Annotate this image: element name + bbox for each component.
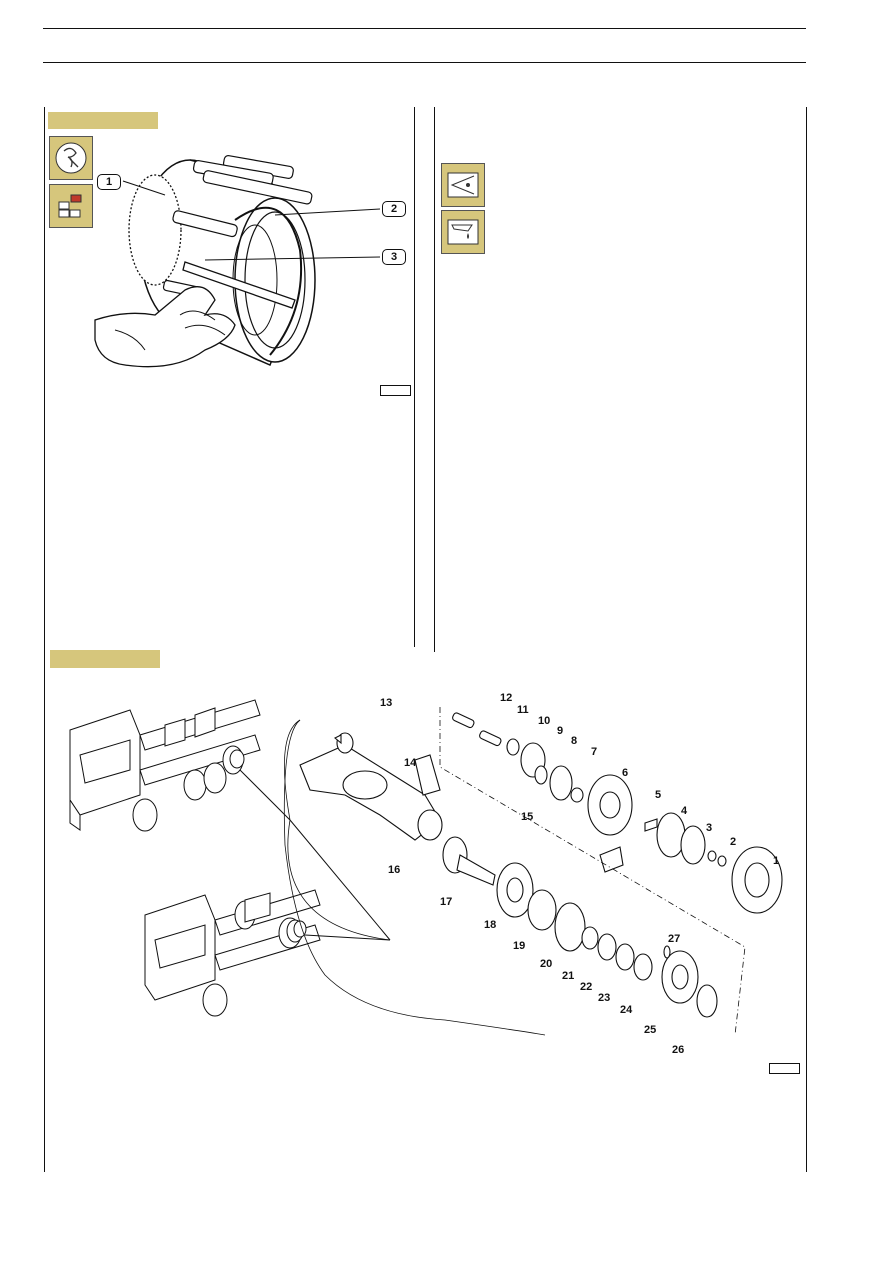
hub-puller-icon	[49, 136, 93, 180]
header-rule-bottom	[43, 62, 806, 63]
part-number-9: 9	[557, 725, 564, 737]
part-number-27: 27	[668, 933, 681, 945]
part-number-3: 3	[706, 822, 713, 834]
figure-1-number-box	[380, 385, 411, 396]
part-number-5: 5	[655, 789, 662, 801]
part-number-10: 10	[538, 715, 551, 727]
part-number-6: 6	[622, 767, 629, 779]
callout-3: 3	[382, 249, 406, 265]
visual-inspection-icon	[441, 163, 485, 207]
part-number-7: 7	[591, 746, 598, 758]
frame-left	[44, 107, 45, 1172]
part-number-15: 15	[521, 811, 534, 823]
callout-1: 1	[97, 174, 121, 190]
frame-right	[806, 107, 807, 1172]
part-number-18: 18	[484, 919, 497, 931]
figure-2-tag	[50, 650, 160, 668]
part-number-19: 19	[513, 940, 526, 952]
part-number-25: 25	[644, 1024, 657, 1036]
part-number-14: 14	[404, 757, 417, 769]
header-rule-top	[43, 28, 806, 29]
part-number-22: 22	[580, 981, 593, 993]
column-divider-left	[414, 107, 415, 647]
part-number-4: 4	[681, 805, 688, 817]
part-number-2: 2	[730, 836, 737, 848]
part-number-13: 13	[380, 697, 393, 709]
part-number-11: 11	[517, 704, 529, 716]
part-number-26: 26	[672, 1044, 685, 1056]
part-number-20: 20	[540, 958, 553, 970]
exploded-view-illustration	[69, 699, 783, 1036]
lubricant-icon	[441, 210, 485, 254]
figure-2-number-box	[769, 1063, 800, 1074]
hub-removal-illustration	[94, 155, 381, 368]
part-number-12: 12	[500, 692, 513, 704]
part-number-16: 16	[388, 864, 401, 876]
callout-2: 2	[382, 201, 406, 217]
column-divider-right	[434, 107, 435, 652]
figure-1-tag	[48, 112, 158, 129]
part-number-21: 21	[562, 970, 575, 982]
part-number-24: 24	[620, 1004, 633, 1016]
part-number-17: 17	[440, 896, 453, 908]
part-number-8: 8	[571, 735, 578, 747]
part-number-1: 1	[773, 855, 780, 867]
component-select-icon	[49, 184, 93, 228]
part-number-23: 23	[598, 992, 611, 1004]
